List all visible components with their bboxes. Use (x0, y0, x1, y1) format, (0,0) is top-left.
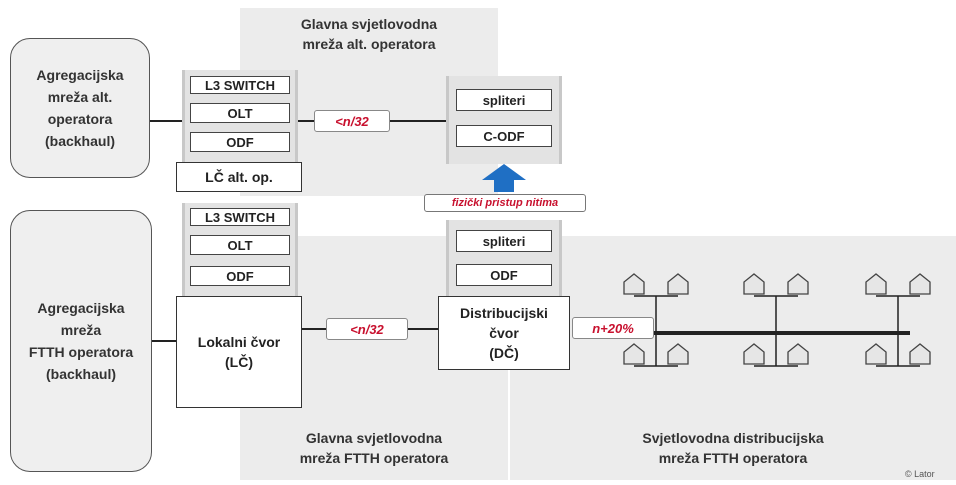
house-icon (623, 343, 645, 365)
alt-backhaul-link (150, 120, 190, 122)
colocation-c-odf: C-ODF (456, 125, 552, 147)
ftth-odf: ODF (190, 266, 290, 286)
distribution-odf: ODF (456, 264, 552, 286)
house-icon (909, 273, 931, 295)
copyright-label: © Lator (905, 469, 935, 479)
house-icon (623, 273, 645, 295)
distribution-ratio: n+20% (572, 317, 654, 339)
alt-split-ratio: <n/32 (314, 110, 390, 132)
alt-local-node: LČ alt. op. (176, 162, 302, 192)
ftth-main-network-label: Glavna svjetlovodna mreža FTTH operatora (299, 430, 449, 466)
alt-aggregation-network: Agregacijska mreža alt. operatora (backh… (10, 38, 150, 178)
house-icon (743, 273, 765, 295)
ftth-aggregation-network: Agregacijska mreža FTTH operatora (backh… (10, 210, 152, 472)
alt-odf: ODF (190, 132, 290, 152)
ftth-distribution-label: Svjetlovodna distribucijska mreža FTTH o… (642, 430, 824, 466)
house-icon (787, 343, 809, 365)
house-icon (743, 343, 765, 365)
house-icon (865, 273, 887, 295)
ftth-olt: OLT (190, 235, 290, 255)
ftth-backhaul-link (152, 340, 178, 342)
physical-fiber-access-label: fizički pristup nitima (424, 194, 586, 212)
distribution-splitters: spliteri (456, 230, 552, 252)
up-arrow-icon (482, 164, 526, 192)
ftth-local-node: Lokalni čvor (LČ) (176, 296, 302, 408)
ftth-split-ratio: <n/32 (326, 318, 408, 340)
house-icon (787, 273, 809, 295)
alt-l3-switch: L3 SWITCH (190, 76, 290, 94)
house-icon (909, 343, 931, 365)
colocation-splitters: spliteri (456, 89, 552, 111)
house-icon (667, 343, 689, 365)
distribution-node: Distribucijski čvor (DČ) (438, 296, 570, 370)
distribution-tree (623, 273, 931, 367)
ftth-l3-switch: L3 SWITCH (190, 208, 290, 226)
alt-olt: OLT (190, 103, 290, 123)
house-icon (667, 273, 689, 295)
house-icon (865, 343, 887, 365)
alt-main-network-label: Glavna svjetlovodna mreža alt. operatora (300, 16, 438, 52)
